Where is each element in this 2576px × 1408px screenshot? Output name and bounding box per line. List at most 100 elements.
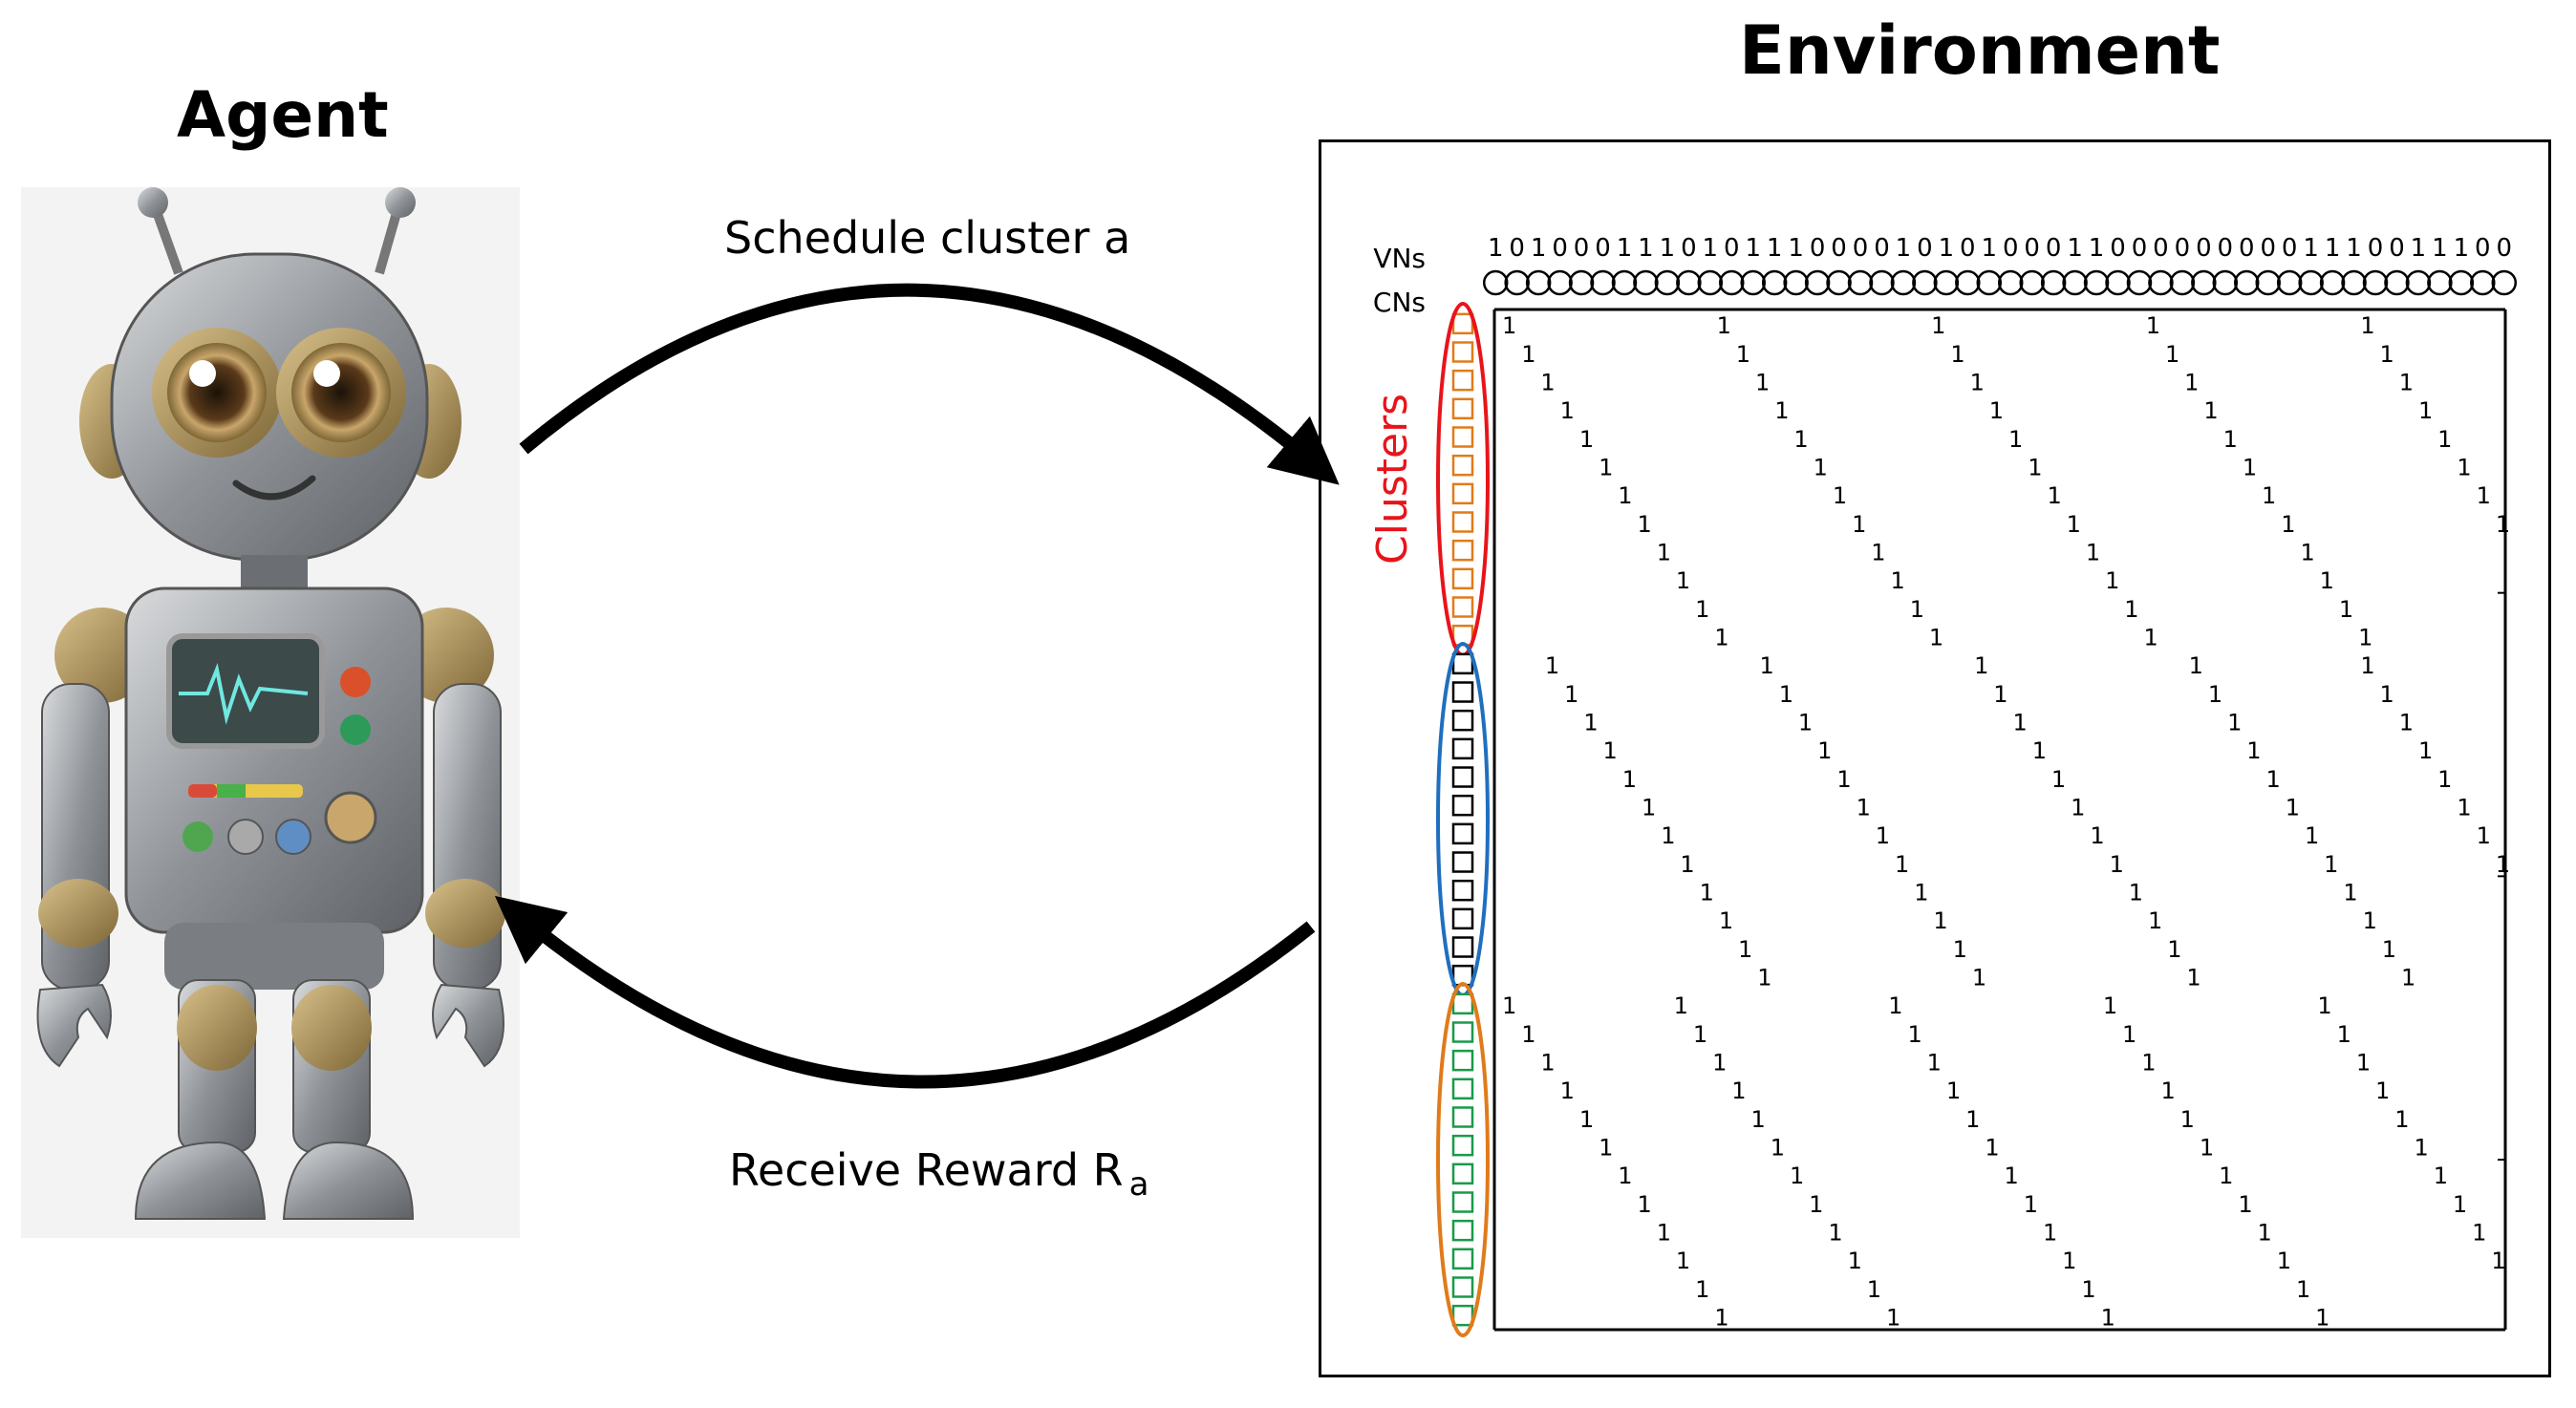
cn-node [1451,1248,1474,1270]
vn-node [1933,269,1960,296]
vn-node [2448,269,2475,296]
matrix-entry: 1 [2051,766,2066,793]
matrix-entry: 1 [2008,426,2023,453]
cn-node [1451,681,1474,703]
matrix-entry: 1 [1676,567,1690,594]
matrix-entry: 1 [1674,992,1688,1019]
vn-node [2341,269,2367,296]
matrix-entry: 1 [2141,1050,2156,1077]
matrix-entry: 1 [1929,625,1943,651]
matrix-entry: 1 [2105,567,2119,594]
matrix-entry: 1 [2457,455,2471,481]
environment-box [1319,139,2551,1377]
vn-bit: 1 [1788,234,1804,263]
vn-node [1740,269,1766,296]
matrix-entry: 1 [2266,766,2281,793]
matrix-entry: 1 [1871,540,1885,566]
vn-bit: 0 [1595,234,1611,263]
matrix-entry: 1 [2103,992,2117,1019]
matrix-entry: 1 [1695,1276,1709,1303]
matrix-entry: 1 [1657,1220,1671,1247]
matrix-entry: 1 [1760,652,1774,679]
matrix-entry: 1 [2258,1220,2272,1247]
vn-node [2384,269,2410,296]
cn-node [1451,1134,1474,1157]
matrix-entry: 1 [2399,370,2414,396]
matrix-entry: 1 [1731,1077,1746,1104]
matrix-entry: 1 [2337,1021,2351,1048]
vn-bit: 0 [1509,234,1525,263]
matrix-entry: 1 [2124,596,2138,623]
matrix-entry: 1 [2286,795,2300,821]
vn-node [1912,269,1938,296]
vn-bit: 1 [1617,234,1633,263]
matrix-entry: 1 [1618,1163,1632,1189]
matrix-entry: 1 [1888,992,1902,1019]
vn-bit: 0 [1917,234,1933,263]
vn-bit: 0 [1831,234,1847,263]
vn-bit: 1 [1703,234,1719,263]
vn-node [2105,269,2131,296]
vn-bit: 1 [1745,234,1761,263]
matrix-entry: 1 [1771,1135,1785,1162]
matrix-entry: 1 [2246,737,2261,764]
vn-node [1997,269,2024,296]
matrix-entry: 1 [2144,625,2158,651]
matrix-entry: 1 [2477,482,2491,509]
matrix-entry: 1 [2223,426,2238,453]
cn-node [1451,992,1474,1015]
matrix-entry: 1 [2032,737,2047,764]
matrix-entry: 1 [2343,880,2357,907]
matrix-entry: 1 [1657,540,1671,566]
matrix-entry: 1 [2243,455,2257,481]
vn-bit: 0 [1960,234,1976,263]
vn-node [1761,269,1788,296]
vn-node [2062,269,2088,296]
cn-node [1451,1163,1474,1185]
vn-node [2019,269,2045,296]
vn-bit: 0 [2046,234,2062,263]
cn-node [1451,766,1474,788]
vn-node [1719,269,1745,296]
matrix-entry: 1 [1972,965,1986,992]
matrix-entry: 1 [1793,426,1808,453]
clusters-label: Clusters [1368,394,1417,565]
matrix-entry: 1 [2418,397,2433,424]
matrix-entry: 1 [1583,710,1598,736]
matrix-entry: 1 [1886,1305,1900,1332]
vn-bit: 0 [2132,234,2148,263]
matrix-entry: 1 [1910,596,1924,623]
matrix-entry: 1 [2047,482,2061,509]
matrix-entry: 1 [2496,851,2510,878]
matrix-entry: 1 [1695,596,1709,623]
matrix-entry: 1 [1560,1077,1575,1104]
matrix-entry: 1 [1714,1305,1728,1332]
matrix-entry: 1 [1599,1135,1613,1162]
matrix-entry: 1 [1828,1220,1842,1247]
vn-bit: 0 [2153,234,2169,263]
vn-node [2491,269,2518,296]
matrix-entry: 1 [1989,397,2004,424]
vn-node [1611,269,1638,296]
vn-bit: 0 [2024,234,2040,263]
cn-node [1451,737,1474,760]
cn-node [1451,596,1474,618]
vn-node [1676,269,1702,296]
antenna-right [375,204,403,275]
vn-bit: 1 [2067,234,2083,263]
vn-bit: 0 [2218,234,2234,263]
cn-node [1451,482,1474,505]
matrix-entry: 1 [2146,312,2160,339]
matrix-entry: 1 [2200,1135,2214,1162]
vn-node [1869,269,1895,296]
vn-bit: 0 [2368,234,2384,263]
matrix-entry: 1 [2028,455,2042,481]
vn-node [1955,269,1981,296]
matrix-entry: 1 [2360,312,2374,339]
matrix-entry: 1 [2227,710,2242,736]
matrix-entry: 1 [2110,851,2124,878]
matrix-entry: 1 [2148,907,2162,934]
matrix-entry: 1 [2165,341,2179,368]
